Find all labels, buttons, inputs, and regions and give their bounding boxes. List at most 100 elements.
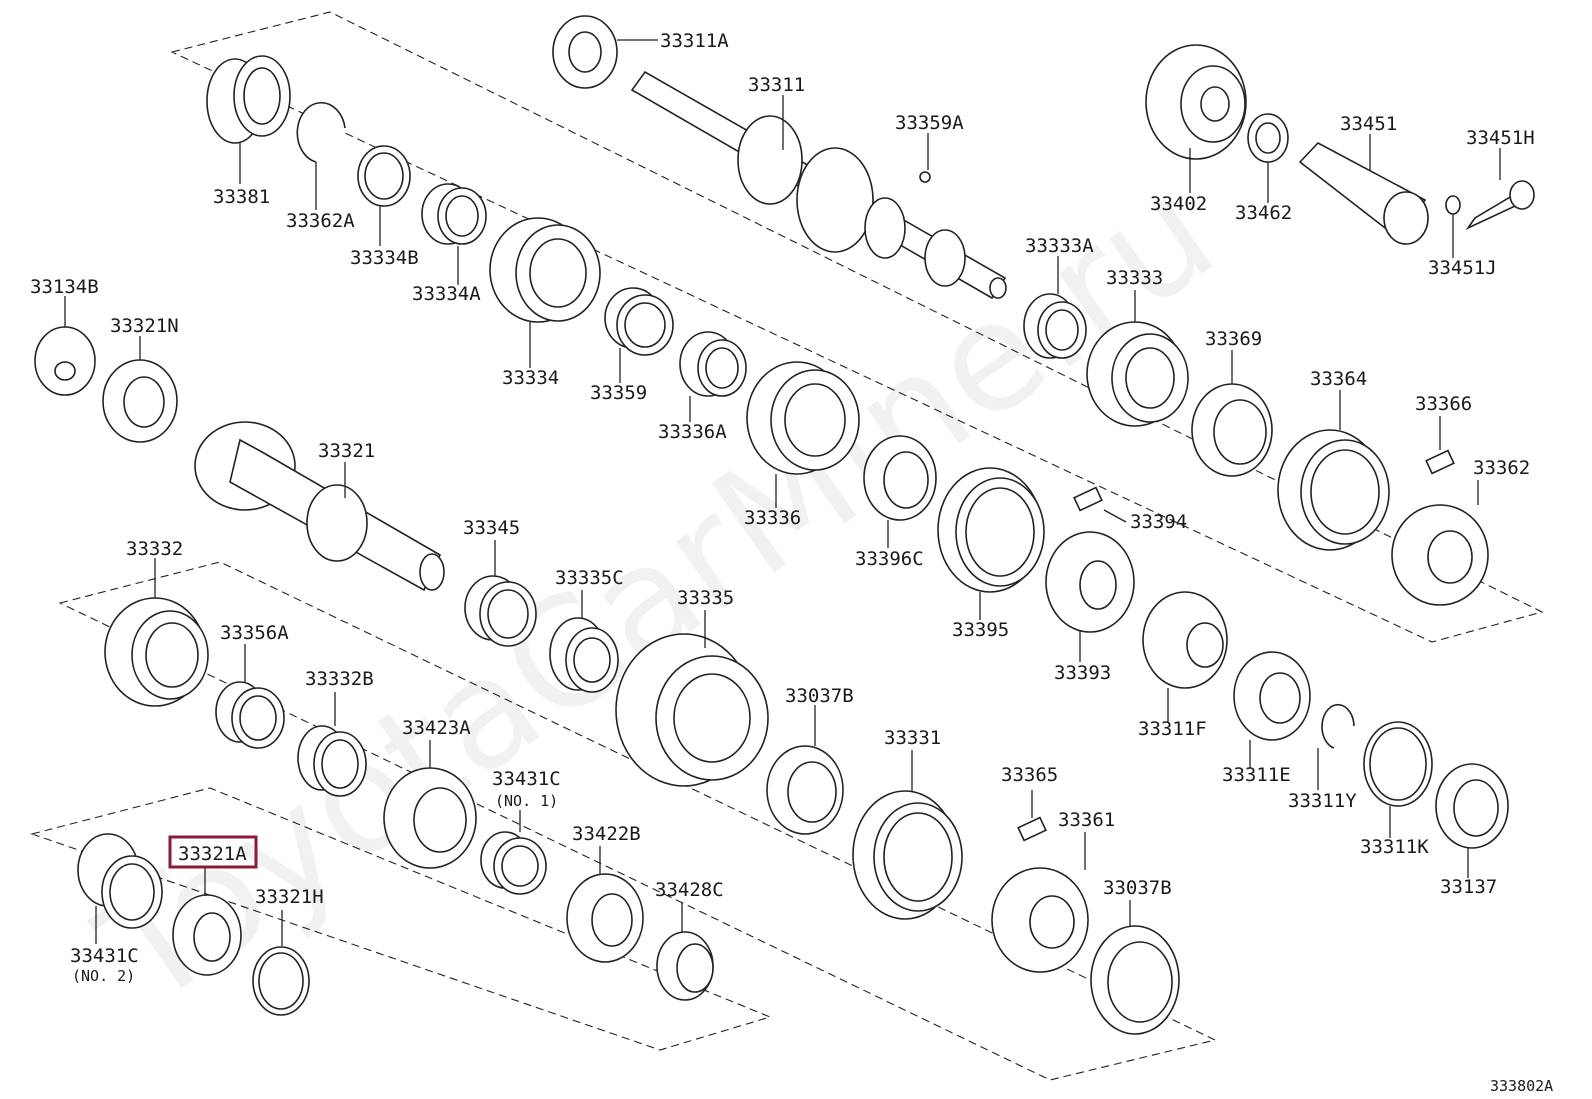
- label-33345[interactable]: 33345: [463, 517, 520, 539]
- label-33462[interactable]: 33462: [1235, 202, 1292, 224]
- label-33331[interactable]: 33331: [884, 727, 941, 749]
- part-33037B-synchro-ring-upper[interactable]: [766, 745, 844, 835]
- label-33361[interactable]: 33361: [1058, 809, 1115, 831]
- part-33137-race[interactable]: [1435, 763, 1509, 849]
- label-33311F[interactable]: 33311F: [1138, 718, 1207, 740]
- part-33381-sleeve[interactable]: [206, 55, 291, 144]
- part-33037B-synchro-ring-lower[interactable]: [1090, 925, 1180, 1035]
- label-33359A[interactable]: 33359A: [895, 112, 964, 134]
- label-33366[interactable]: 33366: [1415, 393, 1472, 415]
- label-33364[interactable]: 33364: [1310, 368, 1367, 390]
- label-33321A[interactable]: 33321A: [178, 843, 247, 865]
- part-33321N-bearing[interactable]: [102, 359, 178, 443]
- label-33311[interactable]: 33311: [748, 74, 805, 96]
- label-33423A[interactable]: 33423A: [402, 717, 471, 739]
- label-33362A[interactable]: 33362A: [286, 210, 355, 232]
- label-33451[interactable]: 33451: [1340, 113, 1397, 135]
- part-33393-hub[interactable]: [1045, 531, 1135, 633]
- label-33431C-no1[interactable]: 33431C: [492, 768, 561, 790]
- label-33402[interactable]: 33402: [1150, 193, 1207, 215]
- label-33311K[interactable]: 33311K: [1360, 836, 1429, 858]
- part-33366-key[interactable]: [1425, 449, 1455, 475]
- label-33335C[interactable]: 33335C: [555, 567, 624, 589]
- part-33431C-no1-bushing[interactable]: [480, 831, 547, 895]
- label-33321H[interactable]: 33321H: [255, 886, 324, 908]
- part-33311E-bearing[interactable]: [1233, 651, 1311, 741]
- label-33332B[interactable]: 33332B: [305, 668, 374, 690]
- part-33345-bushing[interactable]: [464, 575, 537, 647]
- label-33333A[interactable]: 33333A: [1025, 235, 1094, 257]
- label-33336A[interactable]: 33336A: [658, 421, 727, 443]
- part-33333A-bearing[interactable]: [1023, 293, 1087, 359]
- label-33134B[interactable]: 33134B: [30, 276, 99, 298]
- label-33137[interactable]: 33137: [1440, 876, 1497, 898]
- label-33451J[interactable]: 33451J: [1428, 257, 1497, 279]
- part-33396C-synchro-ring[interactable]: [863, 435, 937, 521]
- part-33428C-bearing[interactable]: [656, 931, 714, 1001]
- part-33362-hub[interactable]: [1391, 504, 1489, 606]
- label-33359[interactable]: 33359: [590, 382, 647, 404]
- label-33396C[interactable]: 33396C: [855, 548, 924, 570]
- part-33321H-ring[interactable]: [252, 946, 310, 1016]
- part-33462-washer[interactable]: [1247, 113, 1289, 163]
- label-33431C-no2[interactable]: 33431C: [70, 945, 139, 967]
- part-33333-gear[interactable]: [1086, 321, 1189, 427]
- part-33335C-bearing[interactable]: [549, 617, 619, 693]
- part-33311F-gear[interactable]: [1142, 591, 1228, 689]
- label-33422B[interactable]: 33422B: [572, 823, 641, 845]
- part-33369-synchro-ring[interactable]: [1191, 383, 1273, 477]
- label-33321[interactable]: 33321: [318, 440, 375, 462]
- part-33364-sleeve[interactable]: [1277, 429, 1390, 551]
- label-33356A[interactable]: 33356A: [220, 622, 289, 644]
- label-33428C[interactable]: 33428C: [655, 879, 724, 901]
- part-33334B-ring[interactable]: [357, 145, 411, 207]
- part-33331-sleeve[interactable]: [852, 790, 963, 920]
- label-33336[interactable]: 33336: [744, 507, 801, 529]
- part-33311K-ring[interactable]: [1363, 721, 1433, 807]
- label-33451H[interactable]: 33451H: [1466, 127, 1535, 149]
- part-33311Y-snap-ring[interactable]: [1321, 703, 1355, 749]
- part-33332B-bearing[interactable]: [297, 725, 367, 797]
- part-33451J-washer[interactable]: [1445, 195, 1461, 215]
- part-33311-output-shaft[interactable]: [630, 70, 1007, 300]
- part-33335-gear[interactable]: [615, 633, 769, 787]
- label-33362[interactable]: 33362: [1473, 457, 1530, 479]
- part-33332-gear[interactable]: [104, 597, 209, 707]
- part-33361-hub[interactable]: [991, 867, 1089, 973]
- label-33332[interactable]: 33332: [126, 538, 183, 560]
- label-33334A[interactable]: 33334A: [412, 283, 481, 305]
- label-33311Y[interactable]: 33311Y: [1288, 790, 1357, 812]
- label-33037B-lower[interactable]: 33037B: [1103, 877, 1172, 899]
- label-33369[interactable]: 33369: [1205, 328, 1262, 350]
- label-33334B[interactable]: 33334B: [350, 247, 419, 269]
- part-33336A-bearing[interactable]: [679, 331, 747, 397]
- label-33311E[interactable]: 33311E: [1222, 764, 1291, 786]
- part-33134B-hub[interactable]: [34, 326, 96, 396]
- label-33393[interactable]: 33393: [1054, 662, 1111, 684]
- part-33359-bushing[interactable]: [604, 287, 674, 356]
- part-33423A-gear[interactable]: [383, 767, 477, 869]
- label-33394[interactable]: 33394: [1130, 511, 1187, 533]
- part-33311A-bearing[interactable]: [552, 15, 618, 89]
- part-33431C-no2-sleeve[interactable]: [77, 833, 163, 929]
- label-33381[interactable]: 33381: [213, 186, 270, 208]
- part-33451-shaft[interactable]: [1298, 142, 1429, 245]
- part-33356A-bushing[interactable]: [215, 681, 285, 749]
- part-33422B-gear[interactable]: [566, 873, 644, 963]
- part-33394-key[interactable]: [1073, 486, 1103, 512]
- label-33335[interactable]: 33335: [677, 587, 734, 609]
- label-33333[interactable]: 33333: [1106, 267, 1163, 289]
- part-33359A-ball[interactable]: [919, 171, 931, 183]
- part-33334-gear[interactable]: [489, 217, 601, 323]
- part-33362A-snap-ring[interactable]: [296, 102, 346, 163]
- label-33037B-upper[interactable]: 33037B: [785, 685, 854, 707]
- part-33395-sleeve[interactable]: [937, 467, 1045, 593]
- label-33395[interactable]: 33395: [952, 619, 1009, 641]
- part-33336-gear[interactable]: [746, 361, 860, 475]
- label-33365[interactable]: 33365: [1001, 764, 1058, 786]
- part-33451H-bolt[interactable]: [1465, 180, 1535, 230]
- label-33321N[interactable]: 33321N: [110, 315, 179, 337]
- part-33334A-bearing[interactable]: [421, 183, 487, 245]
- part-33365-key[interactable]: [1017, 816, 1047, 842]
- part-33321A-bearing[interactable]: [172, 894, 242, 976]
